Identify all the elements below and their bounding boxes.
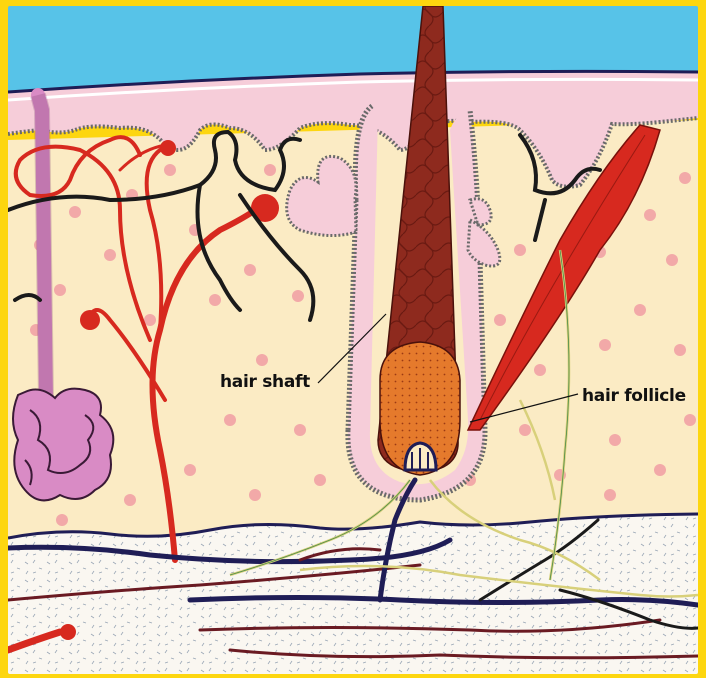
hair-shaft-label: hair shaft xyxy=(220,372,310,392)
sweat-gland xyxy=(13,389,113,501)
hair-follicle-label: hair follicle xyxy=(582,386,686,406)
